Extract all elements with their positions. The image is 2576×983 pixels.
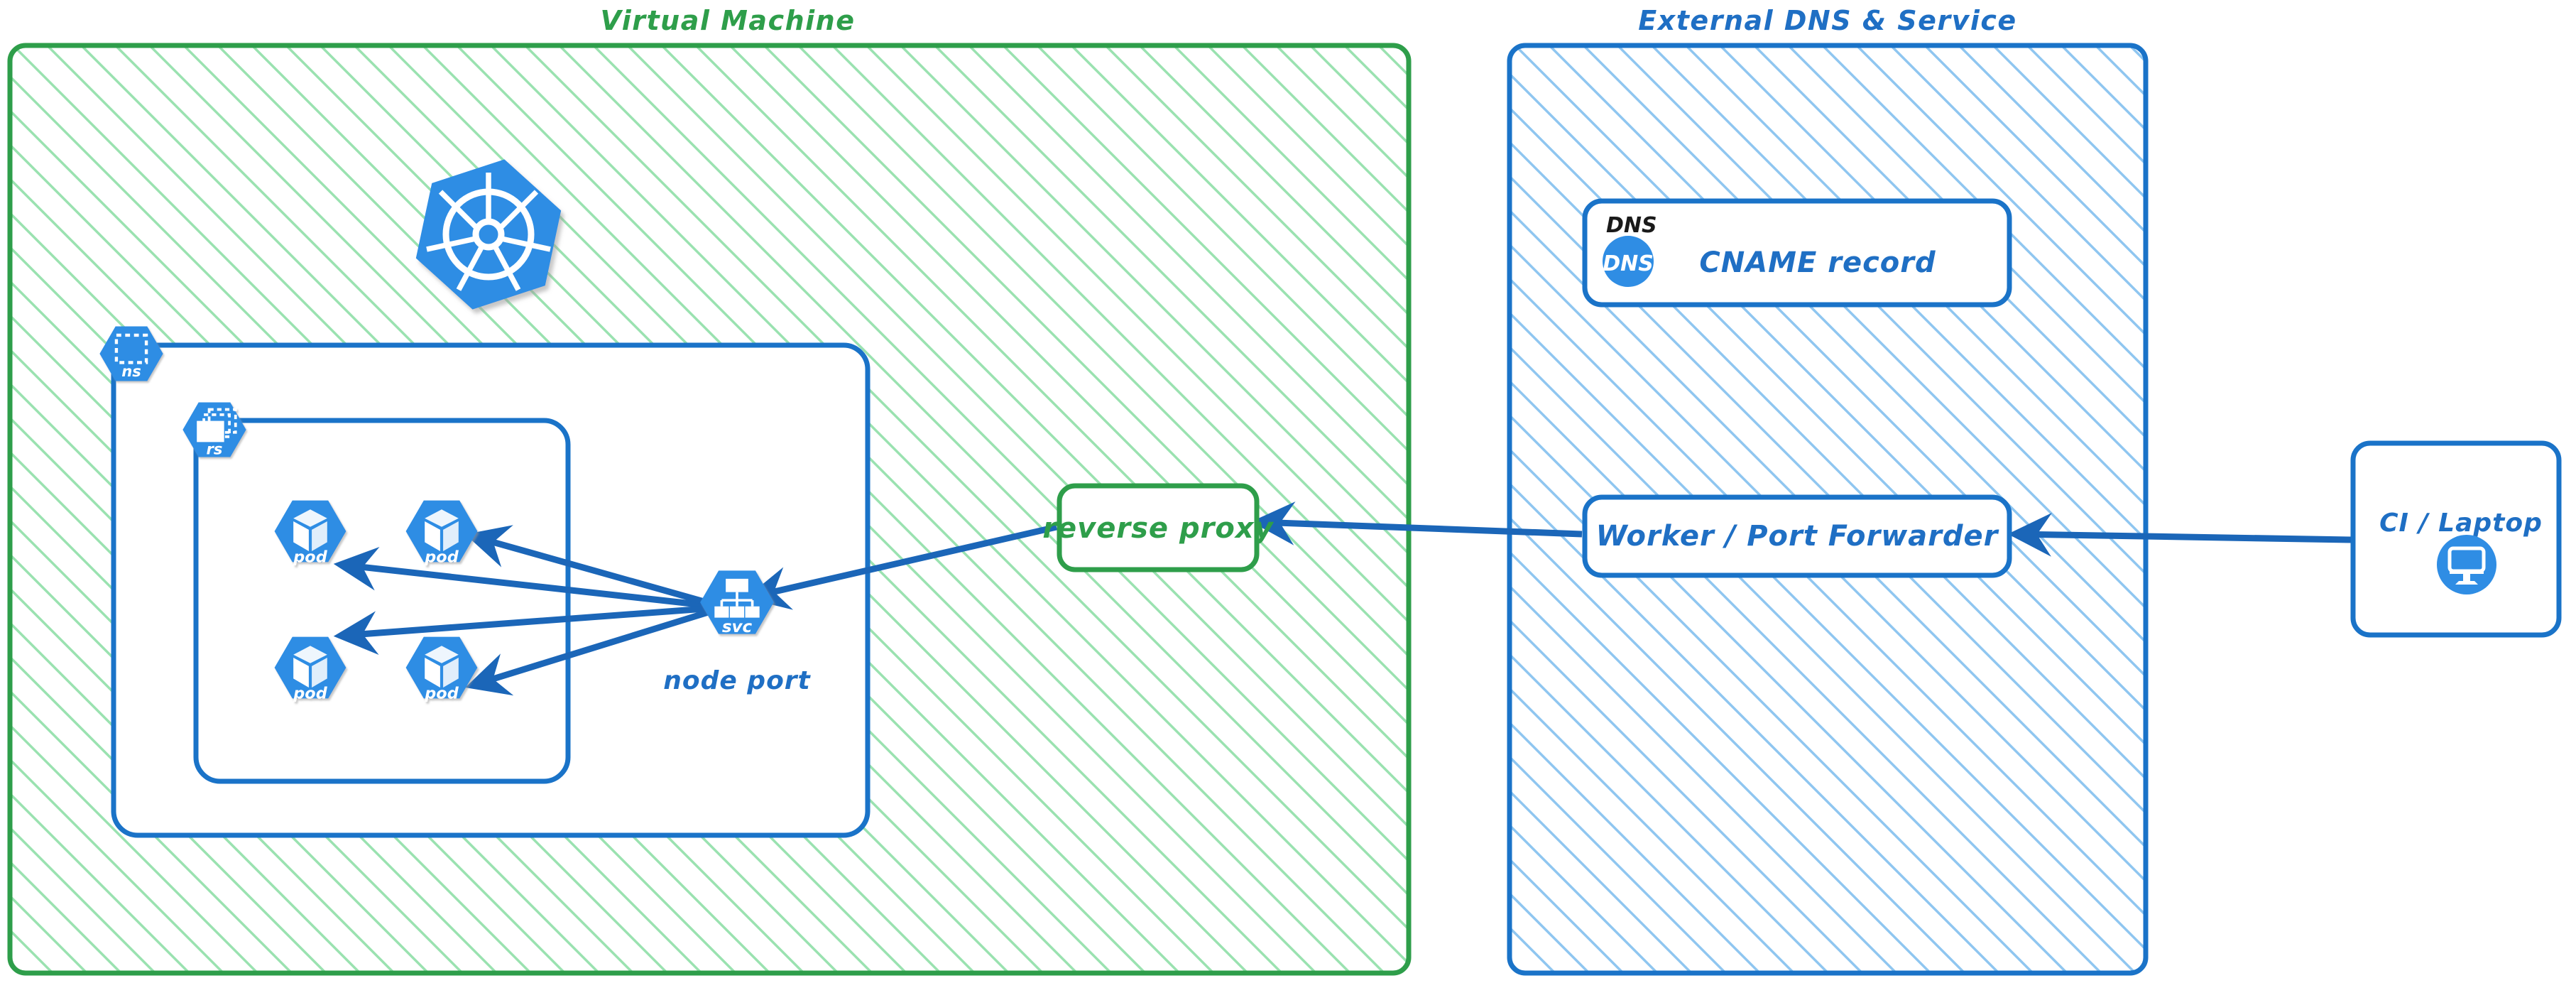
box-ci-laptop-label: CI / Laptop [2379, 509, 2543, 538]
arrow-ci-laptop-to-worker [2007, 513, 2352, 557]
k8s-badge-pod-4-label: pod [424, 684, 459, 702]
k8s-badge-replicaset-label: rs [207, 440, 223, 458]
k8s-badge-service-label: svc [722, 618, 753, 636]
box-reverse-proxy[interactable]: reverse proxy [1042, 483, 1274, 572]
kubernetes-logo [415, 159, 562, 310]
k8s-badge-pod-1: pod [274, 500, 346, 566]
arrow-service-to-pod-3 [333, 604, 725, 655]
panel-title-external-dns-service: External DNS & Service [1638, 5, 2016, 36]
k8s-badge-namespace-label: ns [121, 362, 141, 380]
service-caption: node port [663, 666, 811, 695]
cube-icon [425, 646, 459, 688]
arrow-worker-to-reverse-proxy [1250, 501, 1583, 545]
arrow-service-to-pod-1 [333, 547, 725, 611]
replicaset-container [193, 418, 571, 784]
hierarchy-icon [714, 578, 760, 618]
k8s-badge-namespace: ns [99, 326, 163, 381]
box-reverse-proxy-label: reverse proxy [1042, 512, 1274, 545]
box-worker-port-forwarder[interactable]: Worker / Port Forwarder [1582, 494, 2012, 578]
stacked-dashed-rectangles-icon [197, 408, 237, 442]
k8s-badge-pod-3-label: pod [293, 684, 327, 702]
arrow-reverse-proxy-to-service [745, 523, 1058, 610]
k8s-badge-replicaset: rs [182, 402, 246, 458]
k8s-badge-pod-3: pod [274, 636, 346, 702]
box-dns-record-label: CNAME record [1699, 246, 1936, 279]
dns-badge-icon [1603, 236, 1654, 287]
k8s-badge-pod-2: pod [405, 500, 478, 566]
k8s-badge-pod-1-label: pod [293, 548, 327, 566]
cube-icon [425, 509, 459, 551]
k8s-badge-pod-2-label: pod [424, 548, 459, 566]
box-dns-record-body[interactable] [1582, 198, 2012, 308]
connection-group-service-to-pods [333, 525, 726, 696]
arrow-service-to-pod-4 [465, 604, 726, 696]
desktop-monitor-icon [2437, 535, 2496, 594]
k8s-badge-pod-4: pod [405, 636, 478, 702]
box-dns-record-tag: DNS [1606, 213, 1657, 238]
arrow-service-to-pod-2 [465, 525, 726, 611]
box-worker-port-forwarder-label: Worker / Port Forwarder [1596, 520, 1999, 553]
box-reverse-proxy-body[interactable] [1057, 483, 1260, 572]
box-ci-laptop[interactable]: CI / Laptop [2350, 440, 2562, 638]
k8s-badge-service: svc [700, 570, 774, 636]
box-dns-record[interactable]: DNS DNS CNAME record [1582, 198, 2012, 308]
box-worker-port-forwarder-body[interactable] [1582, 494, 2012, 578]
cube-icon [293, 646, 327, 688]
panel-title-virtual-machine: Virtual Machine [600, 5, 855, 36]
box-dns-record-badge-text: DNS [1603, 251, 1654, 276]
cube-icon [293, 509, 327, 551]
dashed-square-icon [114, 333, 148, 364]
